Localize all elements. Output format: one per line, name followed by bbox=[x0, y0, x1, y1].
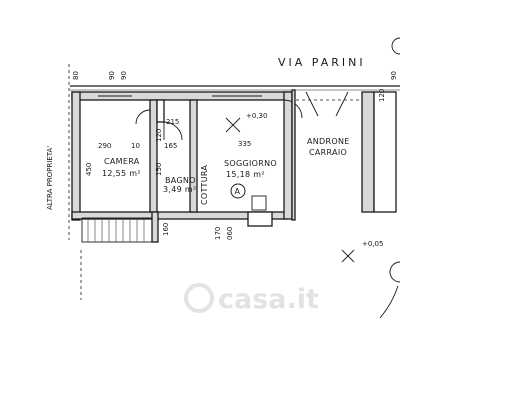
dim-215: 215 bbox=[166, 118, 179, 126]
androne-line1: ANDRONE bbox=[307, 137, 350, 146]
edge-arc-bottom bbox=[389, 261, 401, 283]
door-swing-camera bbox=[135, 109, 151, 125]
dim-335: 335 bbox=[238, 140, 251, 148]
marker-circle bbox=[230, 183, 246, 199]
level-street: +0,05 bbox=[362, 240, 383, 248]
androne-gate-arc-left bbox=[305, 91, 319, 117]
door-swing-bagno bbox=[163, 121, 183, 141]
androne-wall-left bbox=[291, 89, 296, 221]
dim-camera-width: 290 bbox=[98, 142, 111, 150]
dim-150: 150 bbox=[155, 163, 163, 176]
wall-bagno-soggiorno bbox=[189, 99, 198, 213]
watermark-logo-icon bbox=[184, 283, 214, 313]
dim-90b: 90 bbox=[120, 71, 128, 80]
dim-90a: 90 bbox=[108, 71, 116, 80]
staircase bbox=[81, 217, 153, 243]
casa-it-watermark: casa.it bbox=[184, 283, 319, 315]
stair-wall bbox=[151, 211, 159, 243]
wall-right bbox=[283, 91, 293, 220]
dim-10a: 10 bbox=[131, 142, 140, 150]
marker-letter: A bbox=[235, 187, 241, 196]
watermark-text: casa.it bbox=[218, 284, 319, 315]
edge-arc-top bbox=[391, 37, 401, 55]
level-marker-soggiorno bbox=[225, 117, 241, 133]
entry-box bbox=[251, 195, 267, 211]
dim-170: 170 bbox=[214, 227, 222, 240]
wall-camera-bagno bbox=[149, 99, 158, 213]
room-soggiorno-name: SOGGIORNO bbox=[224, 159, 277, 168]
room-cottura-name: COTTURA bbox=[200, 165, 209, 205]
dim-120b: 120 bbox=[378, 89, 386, 102]
level-soggiorno: +0,30 bbox=[246, 112, 267, 120]
level-marker-street bbox=[341, 249, 355, 263]
dim-camera-height: 450 bbox=[85, 163, 93, 176]
pillar bbox=[156, 99, 165, 123]
wall-left bbox=[71, 91, 81, 221]
entry-step bbox=[247, 211, 273, 227]
room-soggiorno-area: 15,18 m² bbox=[226, 170, 265, 179]
door-swing-entrance bbox=[283, 99, 303, 119]
androne-line2: CARRAIO bbox=[309, 148, 347, 157]
dim-90c: 90 bbox=[390, 71, 398, 80]
dim-120: 120 bbox=[155, 129, 163, 142]
street-name: VIA PARINI bbox=[278, 56, 366, 69]
neighbor-property-label: ALTRA PROPRIETA' bbox=[46, 146, 54, 210]
dim-165: 165 bbox=[164, 142, 177, 150]
androne-room-right bbox=[373, 91, 397, 213]
room-camera-name: CAMERA bbox=[104, 157, 140, 166]
dim-160: 160 bbox=[162, 223, 170, 236]
androne-gate-arc-right bbox=[335, 91, 349, 117]
androne-wall-right bbox=[361, 91, 375, 213]
dim-060: 060 bbox=[226, 227, 234, 240]
edge-curve bbox=[379, 285, 399, 319]
room-bagno-name: BAGNO bbox=[165, 176, 196, 185]
room-bagno-area: 3,49 m² bbox=[163, 185, 196, 194]
dim-80a: 80 bbox=[72, 71, 80, 80]
room-camera-area: 12,55 m² bbox=[102, 169, 141, 178]
